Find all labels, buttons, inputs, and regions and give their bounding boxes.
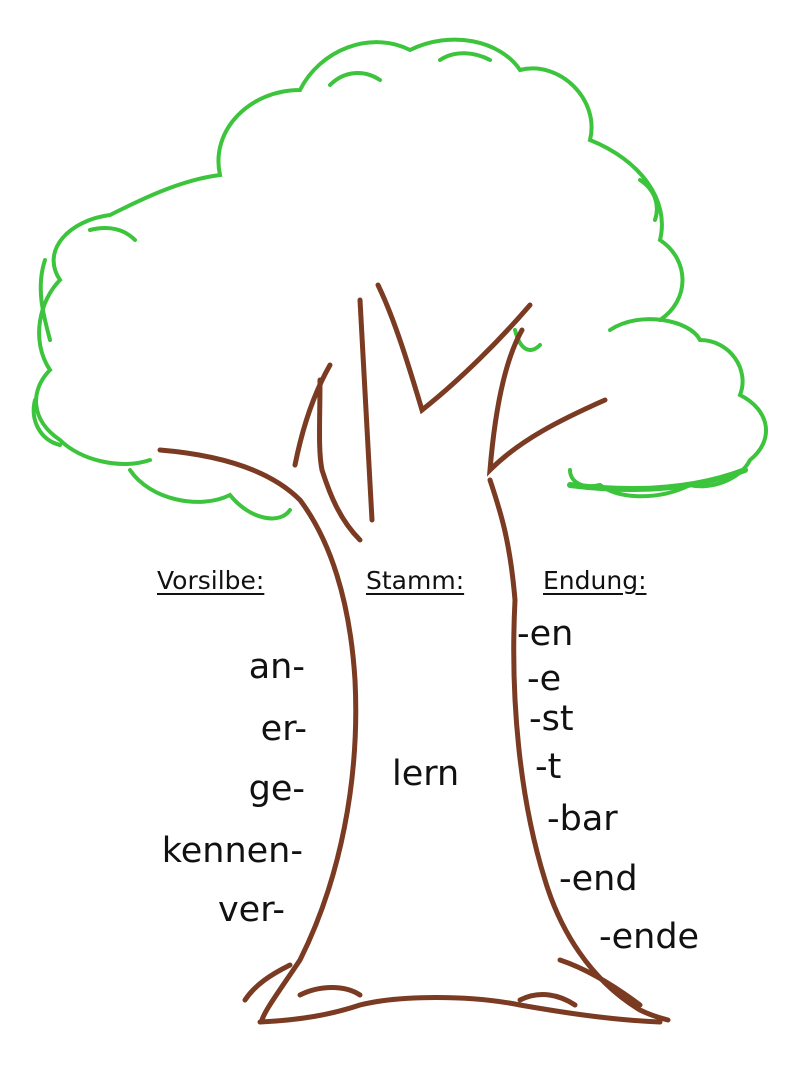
stem-lern: lern xyxy=(392,754,460,794)
prefix-ver: ver- xyxy=(217,890,285,930)
ending-en: -en xyxy=(517,614,574,654)
ending-end: -end xyxy=(559,859,638,899)
tree-crown xyxy=(31,37,768,521)
header-stem: Stamm: xyxy=(366,566,465,595)
ending-ende: -ende xyxy=(599,917,700,957)
ending-e: -e xyxy=(527,659,562,699)
tree-trunk xyxy=(157,282,671,1025)
ending-t: -t xyxy=(535,747,562,787)
ending-bar: -bar xyxy=(547,799,618,839)
prefix-er: er- xyxy=(260,709,307,749)
prefix-an: an- xyxy=(248,647,305,687)
header-prefix: Vorsilbe: xyxy=(157,566,265,595)
prefix-kennen: kennen- xyxy=(161,831,303,871)
header-ending: Endung: xyxy=(543,566,647,595)
prefix-ge: ge- xyxy=(248,769,305,809)
ending-st: -st xyxy=(529,699,574,739)
